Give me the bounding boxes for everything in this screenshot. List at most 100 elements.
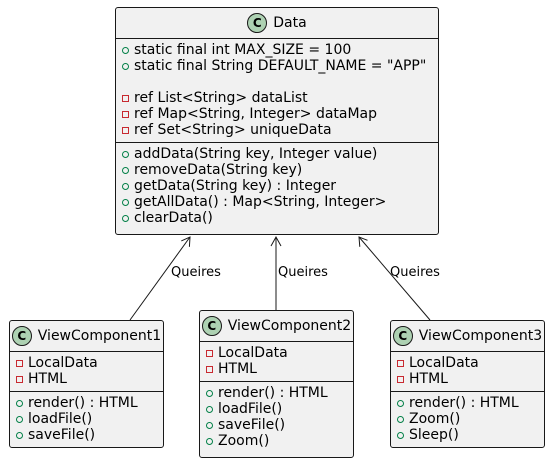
relation-vc3-data-line [358, 236, 431, 321]
method-text: loadFile() [218, 401, 283, 417]
public-visibility-icon [122, 198, 129, 206]
public-visibility-icon [16, 415, 23, 423]
field-text: ref Map<String, Integer> dataMap [134, 106, 378, 122]
class-stereotype-icon: C [201, 316, 222, 336]
class-field: LocalData [391, 355, 544, 371]
class-method: getAllData() : Map<String, Integer> [116, 194, 438, 210]
public-visibility-icon [397, 431, 404, 439]
field-text: HTML [218, 361, 257, 377]
class-method: saveFile() [10, 427, 163, 443]
class-method: Zoom() [200, 433, 353, 449]
class-method: Sleep() [391, 427, 544, 443]
public-visibility-icon [397, 399, 404, 407]
class-method: addData(String key, Integer value) [116, 146, 438, 162]
class-field: ref Set<String> uniqueData [116, 122, 438, 138]
field-text: static final int MAX_SIZE = 100 [134, 42, 352, 58]
class-method: clearData() [116, 210, 438, 226]
method-text: Sleep() [409, 427, 459, 443]
field-text: ref Set<String> uniqueData [134, 122, 332, 138]
public-visibility-icon [206, 437, 213, 445]
class-method: saveFile() [200, 417, 353, 433]
class-method: render() : HTML [391, 395, 544, 411]
method-text: getAllData() : Map<String, Integer> [134, 194, 387, 210]
class-stereotype-icon: C [392, 326, 413, 346]
relation-vc1-data-arrowhead [181, 236, 191, 247]
private-visibility-icon [206, 365, 213, 373]
class-viewcomponent3-title: ViewComponent3 [418, 328, 543, 344]
class-method: loadFile() [200, 401, 353, 417]
field-text: LocalData [218, 345, 288, 361]
relation-label-vc2: Queires [278, 265, 328, 280]
method-text: render() : HTML [28, 395, 138, 411]
public-visibility-icon [122, 46, 129, 54]
class-field: HTML [200, 361, 353, 377]
class-field: ref Map<String, Integer> dataMap [116, 106, 438, 122]
public-visibility-icon [122, 166, 129, 174]
class-method: loadFile() [10, 411, 163, 427]
method-text: loadFile() [28, 411, 93, 427]
method-text: clearData() [134, 210, 213, 226]
field-text: HTML [28, 371, 67, 387]
private-visibility-icon [397, 359, 404, 367]
public-visibility-icon [122, 214, 129, 222]
class-field: static final String DEFAULT_NAME = "APP" [116, 58, 438, 74]
private-visibility-icon [122, 126, 129, 134]
class-field: HTML [391, 371, 544, 387]
class-method: Zoom() [391, 411, 544, 427]
method-text: Zoom() [409, 411, 461, 427]
field-text: LocalData [409, 355, 479, 371]
class-field: static final int MAX_SIZE = 100 [116, 42, 438, 58]
field-text: ref List<String> dataList [134, 90, 308, 106]
class-data-methods-section: addData(String key, Integer value)remove… [116, 142, 438, 230]
class-data-title: Data [273, 15, 307, 31]
class-method: render() : HTML [200, 385, 353, 401]
class-stereotype-icon: C [11, 326, 32, 346]
class-field: LocalData [200, 345, 353, 361]
class-method: getData(String key) : Integer [116, 178, 438, 194]
relation-label-vc3: Queires [390, 265, 440, 280]
method-text: addData(String key, Integer value) [134, 146, 378, 162]
class-viewcomponent2-title: ViewComponent2 [227, 318, 352, 334]
class-field: HTML [10, 371, 163, 387]
class-stereotype-icon: C [247, 13, 268, 33]
field-text: HTML [409, 371, 448, 387]
field-text: LocalData [28, 355, 98, 371]
class-viewcomponent1-title: ViewComponent1 [37, 328, 162, 344]
class-field: ref List<String> dataList [116, 90, 438, 106]
private-visibility-icon [206, 349, 213, 357]
class-method: removeData(String key) [116, 162, 438, 178]
public-visibility-icon [122, 150, 129, 158]
relation-vc1-data-line [129, 236, 191, 321]
method-text: render() : HTML [218, 385, 328, 401]
relation-label-vc1: Queires [171, 265, 221, 280]
public-visibility-icon [206, 405, 213, 413]
public-visibility-icon [122, 182, 129, 190]
public-visibility-icon [122, 62, 129, 70]
method-text: saveFile() [218, 417, 286, 433]
private-visibility-icon [122, 110, 129, 118]
method-text: render() : HTML [409, 395, 519, 411]
public-visibility-icon [16, 431, 23, 439]
class-viewcomponent2-header: C ViewComponent2 [200, 311, 353, 342]
field-text: static final String DEFAULT_NAME = "APP" [134, 58, 427, 74]
class-data-header: C Data [116, 8, 438, 39]
public-visibility-icon [16, 399, 23, 407]
class-field: LocalData [10, 355, 163, 371]
relation-vc3-data-arrowhead [358, 236, 368, 247]
method-text: Zoom() [218, 433, 270, 449]
private-visibility-icon [122, 94, 129, 102]
public-visibility-icon [206, 421, 213, 429]
method-text: saveFile() [28, 427, 96, 443]
relation-vc2-data-arrowhead [270, 235, 282, 247]
